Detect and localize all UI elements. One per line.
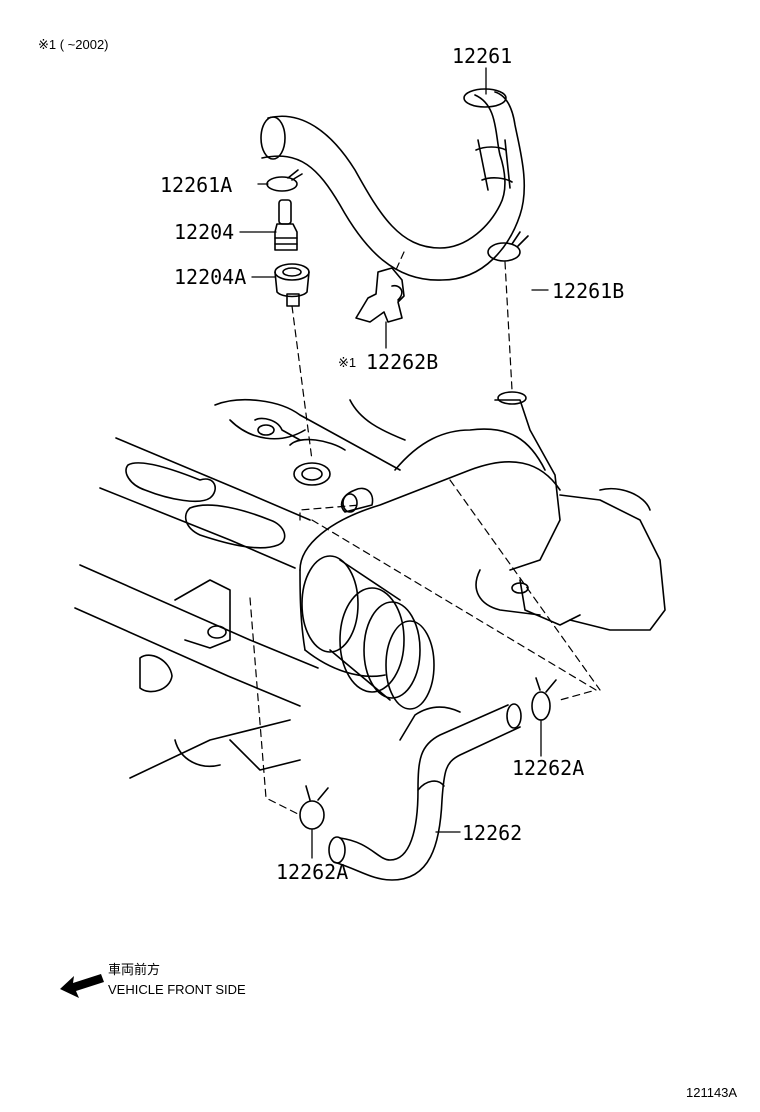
clamp-12262a-right <box>531 677 557 721</box>
legend-en: VEHICLE FRONT SIDE <box>108 982 246 997</box>
bracket-12262b <box>355 267 405 323</box>
diagram-id: 121143A <box>686 1085 738 1100</box>
upper-pcv-hose <box>260 88 526 281</box>
left-arrow-icon <box>60 974 104 998</box>
legend-jp: 車両前方 <box>108 962 161 977</box>
label-clamp-left: 12262A <box>276 860 349 884</box>
label-bracket: 12262B <box>366 350 439 374</box>
clamp-12262a-left <box>299 785 329 830</box>
clamp-12261a <box>266 169 303 192</box>
label-bracket-prefix: ※1 <box>338 355 357 370</box>
clamp-12261b <box>487 231 529 262</box>
lower-pcv-hose <box>328 703 522 881</box>
label-clamp-a: 12261A <box>160 173 233 197</box>
label-grommet: 12204A <box>174 265 247 289</box>
label-clamp-right: 12262A <box>512 756 585 780</box>
label-hose-lower: 12262 <box>462 821 523 845</box>
pcv-valve <box>274 199 298 251</box>
dashed-assembly-lines <box>249 251 601 816</box>
label-hose-upper: 12261 <box>452 44 513 68</box>
header-note: ※1 ( ~2002) <box>38 37 109 52</box>
leader-lines <box>239 67 549 859</box>
label-pcv-valve: 12204 <box>174 220 235 244</box>
engine-assembly <box>74 391 666 779</box>
label-clamp-b: 12261B <box>552 279 625 303</box>
grommet <box>274 263 310 307</box>
